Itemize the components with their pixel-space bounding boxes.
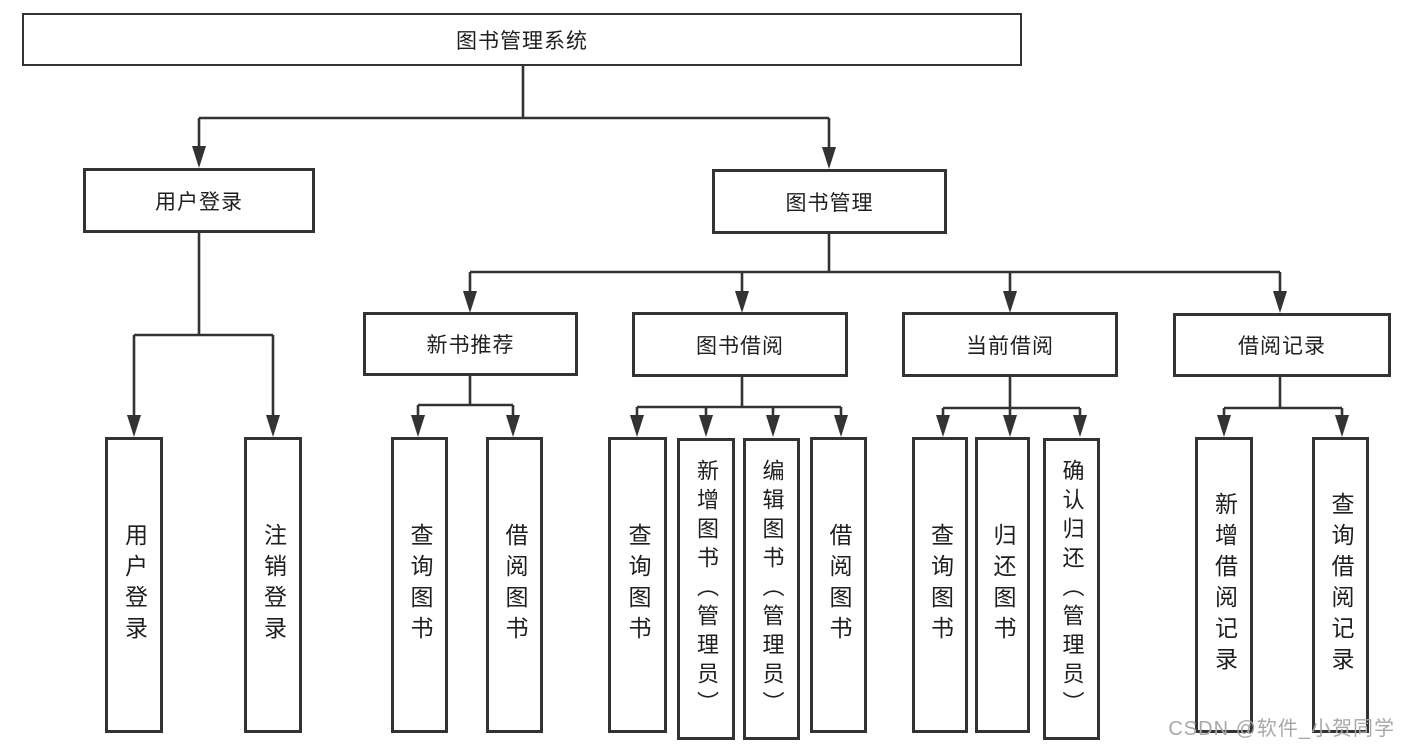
node-leaf-query-books-recommend: 查询图书 bbox=[391, 437, 448, 733]
arrowhead bbox=[822, 147, 836, 169]
node-user-login-label: 用户登录 bbox=[155, 190, 243, 214]
node-root: 图书管理系统 bbox=[22, 13, 1022, 66]
node-leaf-return-books-label: 归还图书 bbox=[990, 523, 1016, 647]
node-leaf-confirm-return-admin-label: 确认归还（管理员） bbox=[1059, 458, 1085, 720]
node-new-book-recommend: 新书推荐 bbox=[363, 312, 578, 376]
arrowhead bbox=[699, 415, 713, 437]
arrowhead bbox=[735, 291, 749, 313]
node-leaf-logout: 注销登录 bbox=[244, 437, 302, 733]
node-leaf-borrow-books-recommend-label: 借阅图书 bbox=[502, 523, 528, 647]
node-book-management-label: 图书管理 bbox=[785, 191, 874, 215]
node-leaf-edit-books-admin-label: 编辑图书（管理员） bbox=[759, 458, 785, 720]
node-leaf-confirm-return-admin: 确认归还（管理员） bbox=[1043, 438, 1100, 740]
arrowhead bbox=[1003, 291, 1017, 313]
arrowhead bbox=[1217, 415, 1231, 437]
node-current-borrowing: 当前借阅 bbox=[902, 312, 1118, 377]
node-leaf-user-login-label: 用户登录 bbox=[121, 523, 148, 647]
arrowhead bbox=[834, 415, 848, 437]
node-root-label: 图书管理系统 bbox=[456, 29, 588, 53]
edges-borrowing-records-children bbox=[1217, 377, 1349, 437]
node-leaf-query-borrow-record: 查询借阅记录 bbox=[1312, 437, 1369, 733]
node-user-login: 用户登录 bbox=[83, 168, 315, 233]
node-leaf-query-books-borrowing-label: 查询图书 bbox=[625, 523, 651, 647]
arrowhead bbox=[1073, 415, 1087, 437]
edges-new-book-recommend-children bbox=[411, 376, 520, 437]
arrowhead bbox=[630, 415, 644, 437]
node-book-management: 图书管理 bbox=[712, 169, 947, 234]
node-leaf-return-books: 归还图书 bbox=[975, 437, 1030, 733]
node-book-borrowing: 图书借阅 bbox=[632, 312, 848, 377]
arrowhead bbox=[506, 415, 520, 437]
node-leaf-borrow-books-borrowing-label: 借阅图书 bbox=[826, 523, 852, 647]
node-leaf-edit-books-admin: 编辑图书（管理员） bbox=[743, 438, 800, 740]
arrowhead bbox=[1273, 291, 1287, 313]
arrowhead bbox=[127, 415, 141, 437]
node-leaf-borrow-books-borrowing: 借阅图书 bbox=[810, 437, 867, 733]
node-leaf-logout-label: 注销登录 bbox=[260, 523, 287, 647]
edges-user-login-children bbox=[127, 233, 280, 437]
arrowhead bbox=[1335, 415, 1349, 437]
edges-root-to-level2 bbox=[192, 66, 836, 169]
node-leaf-query-books-current-label: 查询图书 bbox=[927, 523, 954, 647]
edges-book-borrowing-children bbox=[630, 377, 848, 437]
edges-book-management-children bbox=[463, 234, 1287, 313]
node-leaf-query-books-recommend-label: 查询图书 bbox=[407, 523, 433, 647]
node-borrowing-records: 借阅记录 bbox=[1173, 313, 1391, 377]
node-book-borrowing-label: 图书借阅 bbox=[696, 334, 784, 358]
node-leaf-query-books-current: 查询图书 bbox=[912, 437, 968, 733]
arrowhead bbox=[266, 415, 280, 437]
node-current-borrowing-label: 当前借阅 bbox=[966, 334, 1054, 358]
watermark: CSDN @软件_小贺同学 bbox=[1168, 718, 1395, 740]
edges-current-borrowing-children bbox=[936, 377, 1087, 437]
node-new-book-recommend-label: 新书推荐 bbox=[426, 334, 515, 357]
node-leaf-borrow-books-recommend: 借阅图书 bbox=[486, 437, 543, 733]
arrowhead bbox=[1003, 415, 1017, 437]
node-leaf-add-books-admin-label: 新增图书（管理员） bbox=[694, 458, 719, 720]
node-leaf-add-borrow-record-label: 新增借阅记录 bbox=[1211, 492, 1238, 678]
node-borrowing-records-label: 借阅记录 bbox=[1238, 335, 1326, 358]
arrowhead bbox=[463, 291, 477, 313]
node-leaf-query-books-borrowing: 查询图书 bbox=[608, 437, 667, 733]
node-leaf-add-books-admin: 新增图书（管理员） bbox=[677, 438, 735, 740]
arrowhead bbox=[411, 415, 425, 437]
node-leaf-add-borrow-record: 新增借阅记录 bbox=[1195, 437, 1253, 733]
arrowhead bbox=[766, 415, 780, 437]
arrowhead bbox=[936, 415, 950, 437]
arrowhead bbox=[192, 146, 206, 168]
node-leaf-query-borrow-record-label: 查询借阅记录 bbox=[1328, 492, 1354, 678]
node-leaf-user-login: 用户登录 bbox=[105, 437, 163, 733]
